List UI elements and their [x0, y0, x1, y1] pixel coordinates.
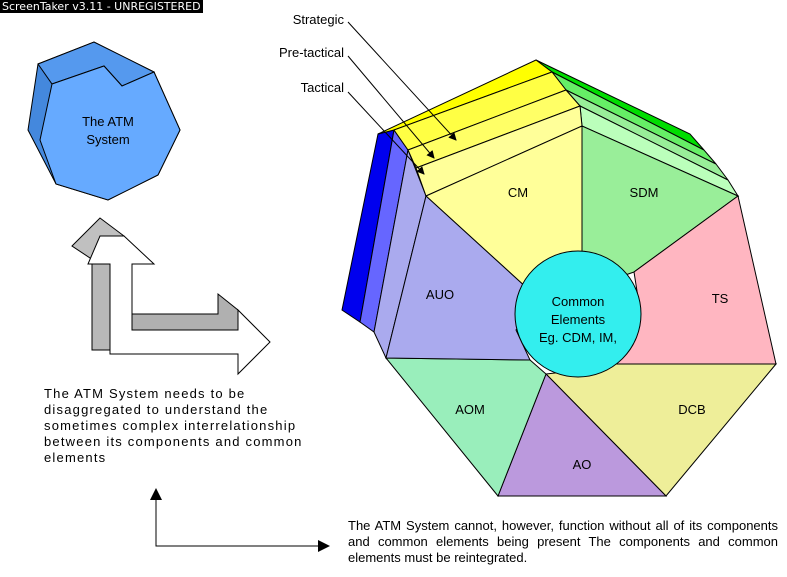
label-cm: CM — [508, 185, 528, 200]
atm-system-line1: The ATM — [82, 114, 134, 129]
connector-up-arrowhead — [150, 488, 162, 500]
reintegration-caption: The ATM System cannot, however, function… — [348, 518, 778, 565]
level-tactical: Tactical — [301, 80, 344, 95]
label-ts: TS — [712, 291, 729, 306]
level-strategic: Strategic — [293, 12, 345, 27]
disaggregation-caption: The ATM System needs to be disaggregated… — [44, 386, 303, 465]
tactical-arrow — [347, 91, 425, 175]
common-line3: Eg. CDM, IM, — [539, 330, 617, 345]
strategic-arrow — [347, 21, 457, 141]
level-pretactical: Pre-tactical — [279, 45, 344, 60]
label-dcb: DCB — [678, 402, 705, 417]
watermark: ScreenTaker v3.11 - UNREGISTERED — [0, 0, 203, 13]
common-line1: Common — [552, 294, 605, 309]
label-auo: AUO — [426, 287, 454, 302]
common-line2: Elements — [551, 312, 606, 327]
decompose-arrow — [71, 217, 271, 376]
label-aom: AOM — [455, 402, 485, 417]
edge-extrusions — [341, 59, 740, 360]
label-ao: AO — [573, 457, 592, 472]
atm-system-line2: System — [86, 132, 129, 147]
component-segments — [384, 125, 778, 497]
label-sdm: SDM — [630, 185, 659, 200]
connector-right-arrowhead — [318, 540, 330, 552]
reintegrate-connector — [155, 500, 322, 547]
pretactical-arrow — [347, 55, 435, 159]
atm-system-heptagon: The ATM System — [27, 41, 181, 201]
common-elements-circle — [514, 250, 642, 378]
